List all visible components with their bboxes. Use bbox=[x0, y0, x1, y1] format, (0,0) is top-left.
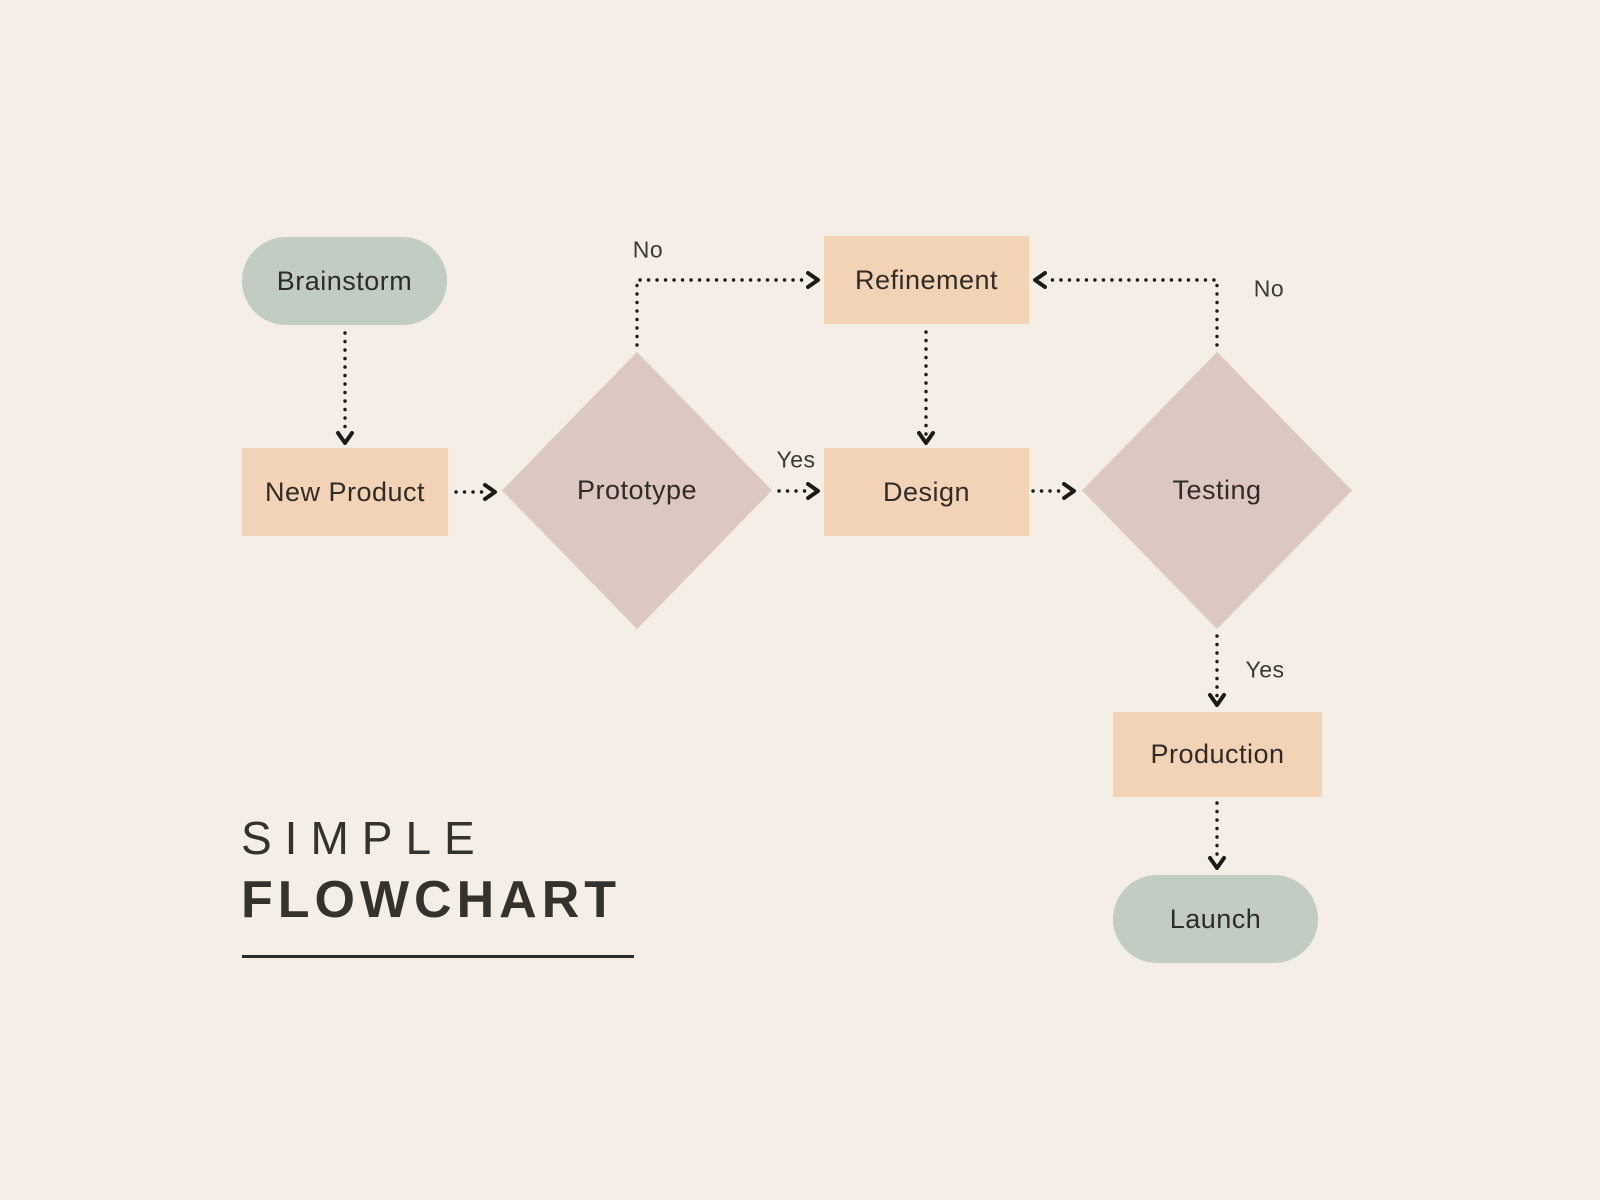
edge-testing-to-refinement bbox=[1033, 271, 1219, 347]
edge-arrowhead bbox=[917, 431, 935, 445]
chart-title: SIMPLE FLOWCHART bbox=[241, 810, 621, 930]
edge-testing-to-production bbox=[1208, 634, 1226, 707]
edge-arrowhead bbox=[1208, 856, 1226, 870]
node-design: Design bbox=[824, 448, 1029, 536]
edge-label-prototype-no: No bbox=[632, 236, 664, 263]
edge-arrowhead bbox=[336, 431, 354, 445]
edge-arrowhead bbox=[806, 271, 820, 289]
title-underline bbox=[242, 955, 634, 958]
edge-arrowhead bbox=[806, 482, 820, 500]
edge-label-testing-no: No bbox=[1253, 275, 1285, 302]
edge-prototype-to-design bbox=[777, 482, 820, 500]
title-line-flowchart: FLOWCHART bbox=[241, 871, 622, 929]
node-brainstorm: Brainstorm bbox=[242, 237, 447, 325]
edge-new-product-to-prototype bbox=[454, 483, 497, 501]
edge-line bbox=[635, 278, 810, 347]
edge-label-testing-yes: Yes bbox=[1245, 656, 1285, 683]
node-launch: Launch bbox=[1113, 875, 1318, 963]
edge-arrowhead bbox=[1033, 271, 1047, 289]
edge-design-to-testing bbox=[1031, 482, 1076, 500]
edge-label-prototype-yes: Yes bbox=[776, 446, 816, 473]
edge-arrowhead bbox=[1208, 693, 1226, 707]
edge-brainstorm-to-new-product bbox=[336, 331, 354, 445]
node-new-product: New Product bbox=[242, 448, 448, 536]
edge-refinement-to-design bbox=[917, 330, 935, 445]
node-refinement: Refinement bbox=[824, 236, 1029, 324]
edge-prototype-to-refinement bbox=[635, 271, 820, 347]
title-line-simple: SIMPLE bbox=[241, 812, 488, 864]
node-production: Production bbox=[1113, 712, 1322, 797]
edge-line bbox=[1043, 278, 1219, 347]
edge-arrowhead bbox=[1062, 482, 1076, 500]
edge-arrowhead bbox=[483, 483, 497, 501]
edge-production-to-launch bbox=[1208, 801, 1226, 870]
